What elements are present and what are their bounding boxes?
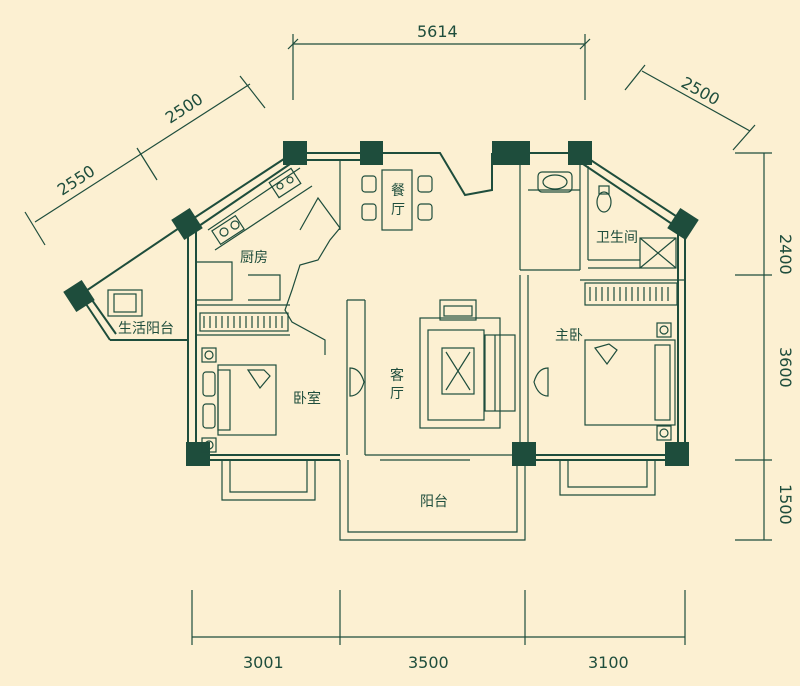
dimension-top-label: 5614	[417, 22, 458, 41]
living-tv	[349, 367, 365, 397]
bathroom-fixtures	[537, 171, 677, 269]
utility-balcony-label: 生活阳台	[118, 321, 174, 337]
master-bed	[584, 322, 676, 441]
dimension-bottom-3-label: 3100	[588, 653, 629, 672]
outer-walls	[79, 152, 686, 461]
dimension-bottom: 3001 3500 3100	[191, 590, 686, 672]
dimension-top: 5614	[287, 22, 591, 100]
kitchen-counter	[207, 167, 313, 251]
bathroom-label: 卫生间	[596, 230, 638, 246]
dimension-bottom-2-label: 3500	[408, 653, 449, 672]
balcony-label: 阳台	[420, 494, 448, 510]
main-balcony	[339, 454, 526, 541]
bedroom-window-bay	[221, 460, 316, 501]
bedroom-bed	[201, 347, 277, 453]
master-wardrobe	[584, 282, 678, 306]
kitchen-label: 厨房	[240, 250, 268, 266]
dining-table	[361, 169, 433, 231]
dimension-lower-left-label: 2550	[54, 161, 98, 199]
room-labels: 餐 厅 厨房 生活阳台 卧室 客 厅 卫生间 主卧 阳台	[118, 183, 638, 510]
dimension-right-3-label: 1500	[776, 484, 795, 525]
living-label-2: 厅	[390, 386, 404, 402]
dimension-right-1-label: 2400	[776, 234, 795, 275]
dimension-top-right-diagonal: 2500	[624, 64, 756, 151]
dining-label-2: 厅	[391, 202, 405, 218]
dimension-right-2-label: 3600	[776, 347, 795, 388]
bedroom-label: 卧室	[293, 390, 321, 407]
dimension-right: 2400 3600 1500	[735, 152, 795, 541]
inner-walls	[196, 160, 685, 455]
structural-columns	[63, 141, 699, 466]
dimension-bottom-1-label: 3001	[243, 653, 284, 672]
bedroom-wardrobe	[199, 312, 289, 332]
living-sofa-set	[419, 299, 516, 429]
washing-machine	[107, 289, 143, 317]
master-bedroom-label: 主卧	[555, 328, 583, 344]
dimension-upper-left-label: 2500	[162, 89, 206, 127]
master-tv	[533, 367, 549, 397]
master-window-bay	[559, 460, 656, 496]
dining-label-1: 餐	[391, 183, 405, 199]
living-label-1: 客	[390, 367, 404, 384]
